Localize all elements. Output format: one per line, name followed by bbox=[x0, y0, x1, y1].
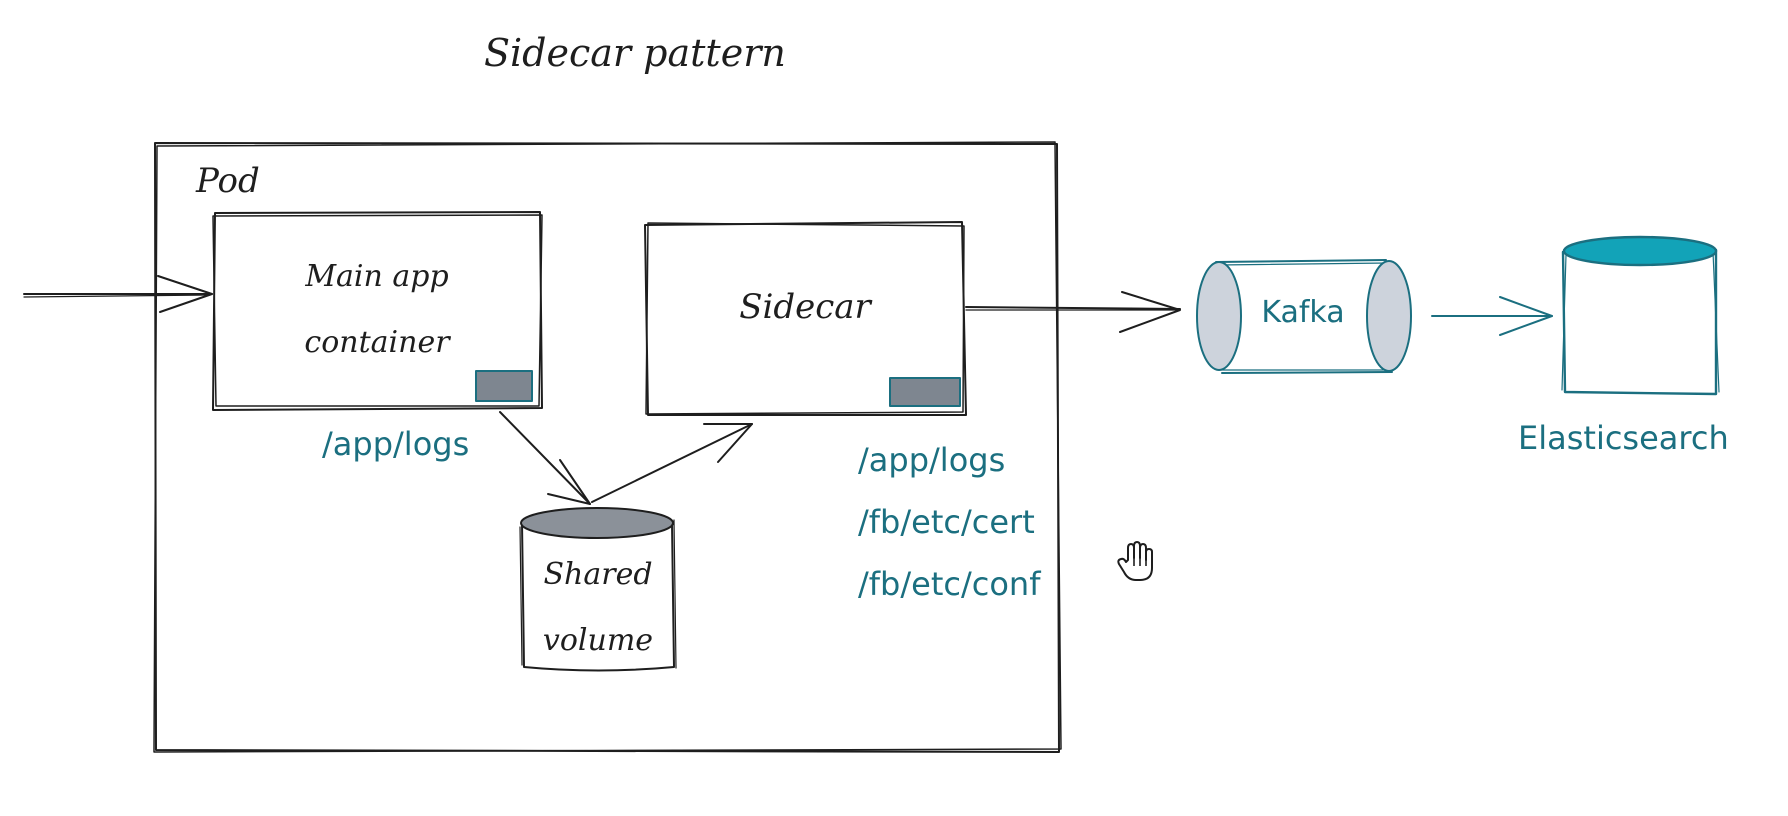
incoming-arrow bbox=[23, 275, 213, 313]
sidecar-port bbox=[889, 377, 961, 407]
shared-volume-cylinder bbox=[519, 507, 677, 672]
main-app-port bbox=[475, 370, 533, 402]
kafka-label: Kafka bbox=[1261, 295, 1345, 330]
main-app-label-line1: Main app bbox=[305, 259, 449, 294]
shared-volume-label-line2: volume bbox=[542, 623, 654, 658]
pod-label: Pod bbox=[196, 161, 260, 201]
elasticsearch-cylinder bbox=[1561, 235, 1720, 396]
arrow-main-to-volume bbox=[499, 411, 591, 505]
main-app-container-box bbox=[212, 211, 543, 411]
diagram-title: Sidecar pattern bbox=[484, 31, 786, 75]
sidecar-mount-path: /fb/etc/cert bbox=[858, 503, 1035, 541]
sidecar-mount-path: /fb/etc/conf bbox=[858, 565, 1041, 603]
main-app-mount-path: /app/logs bbox=[322, 425, 470, 463]
sidecar-mount-path: /app/logs bbox=[858, 441, 1006, 479]
elasticsearch-label: Elasticsearch bbox=[1518, 419, 1729, 457]
main-app-label-line2: container bbox=[304, 325, 450, 360]
pod-box bbox=[153, 141, 1062, 753]
arrow-sidecar-to-kafka bbox=[965, 291, 1181, 333]
sidecar-box bbox=[644, 221, 967, 416]
arrow-kafka-to-elasticsearch bbox=[1431, 296, 1553, 336]
hand-cursor-icon bbox=[1117, 541, 1153, 581]
shared-volume-label-line1: Shared bbox=[543, 557, 653, 592]
arrow-volume-to-sidecar bbox=[591, 423, 753, 503]
sidecar-label: Sidecar bbox=[739, 287, 871, 327]
kafka-cylinder bbox=[1196, 259, 1412, 374]
